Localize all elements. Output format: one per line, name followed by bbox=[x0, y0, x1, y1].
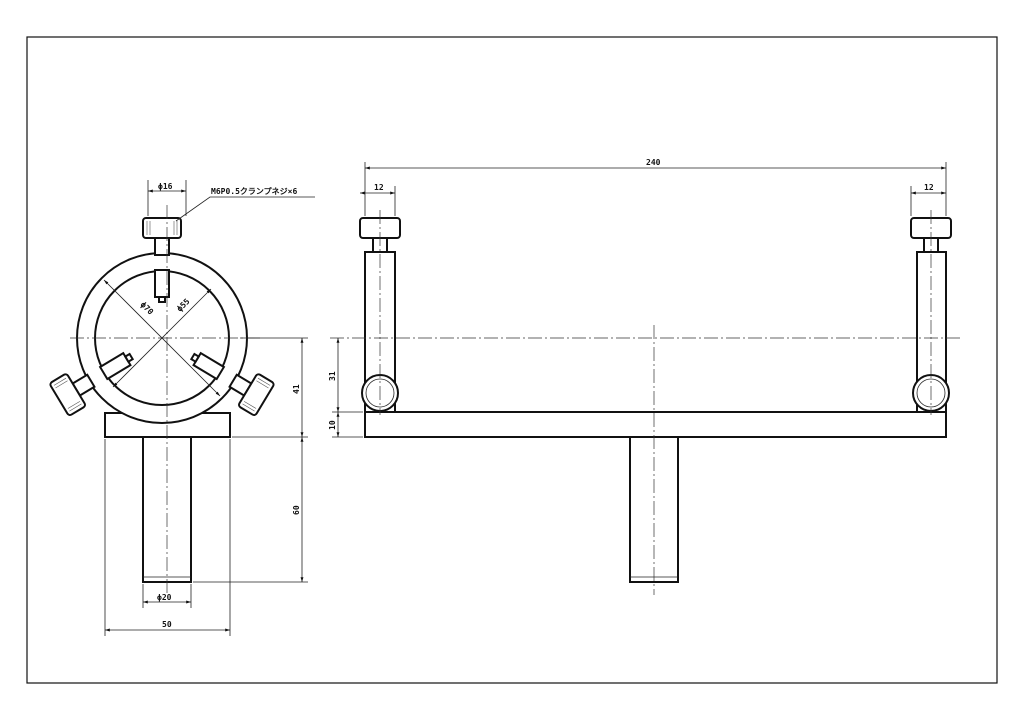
knob-right-bottom-inner bbox=[916, 378, 946, 408]
drawing-frame bbox=[26, 36, 998, 684]
knob-left-bottom-inner bbox=[365, 378, 395, 408]
dim-center-height: 41 bbox=[292, 384, 301, 394]
dim-knob-diameter: ϕ16 bbox=[158, 182, 173, 191]
dim-rod-right: 12 bbox=[924, 183, 934, 192]
front-view: ϕ70 ϕ55 ϕ16 M6P0.5クランプネジ×6 41 60 ϕ20 50 bbox=[48, 180, 315, 636]
dim-post-length: 60 bbox=[292, 505, 301, 515]
dim-line-inner-diameter bbox=[112, 288, 212, 388]
dim-base-width: 50 bbox=[162, 620, 172, 629]
note-clamp-screw: M6P0.5クランプネジ×6 bbox=[211, 186, 297, 196]
dim-total-length: 240 bbox=[646, 158, 661, 167]
dim-post-diameter: ϕ20 bbox=[157, 593, 172, 602]
side-bar bbox=[364, 411, 947, 438]
dim-rod-left: 12 bbox=[374, 183, 384, 192]
dim-bar-thickness: 10 bbox=[328, 420, 337, 430]
dim-rod-center-height: 31 bbox=[328, 371, 337, 381]
side-view: 240 12 12 31 10 bbox=[328, 158, 960, 595]
leader-line bbox=[175, 196, 315, 222]
